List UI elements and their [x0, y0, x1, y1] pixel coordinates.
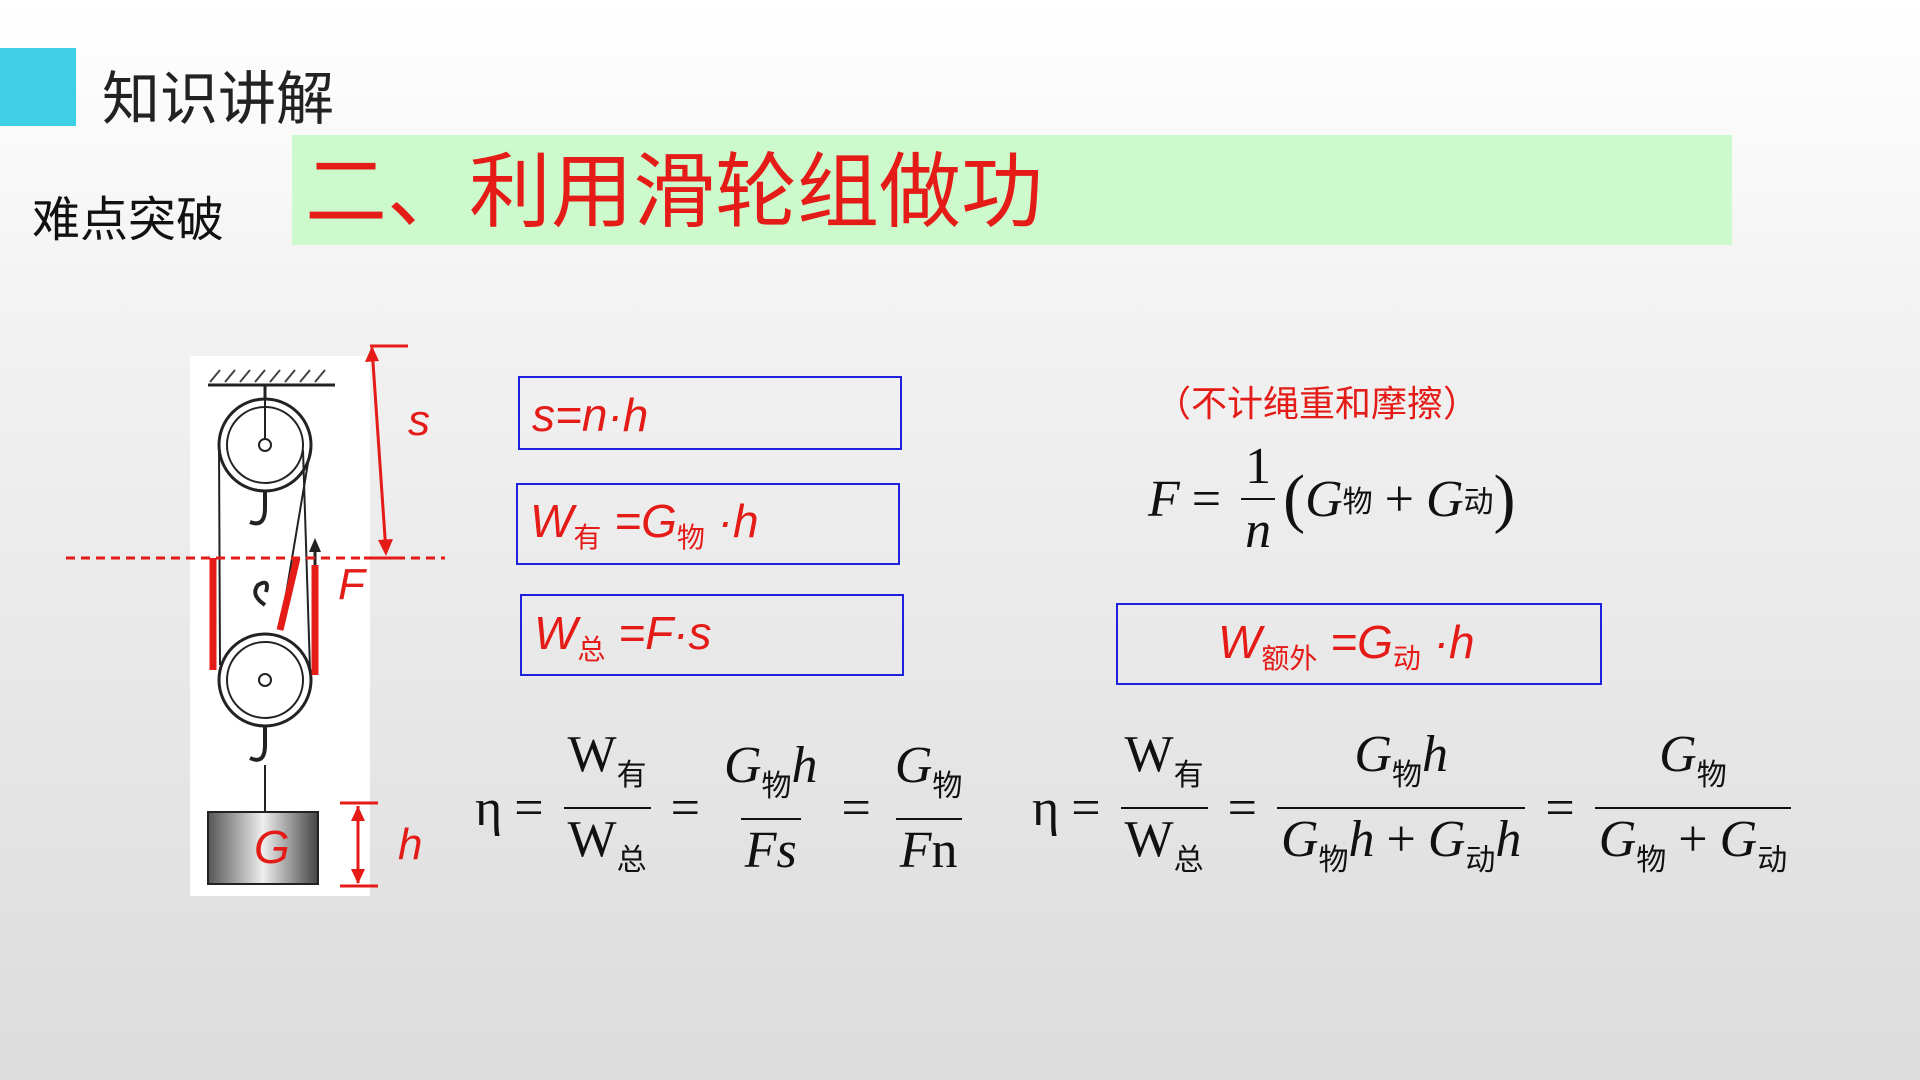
extra-work-box	[1116, 603, 1602, 685]
label-h: h	[398, 820, 423, 869]
title-banner	[292, 135, 1732, 245]
header-title: 知识讲解	[102, 67, 335, 132]
distance-formula: s=n·h	[532, 389, 649, 441]
efficiency-formula-2: η= W有 W总 = G物h G物h+G动h = G物 G物+G动	[1032, 724, 1799, 892]
label-F: F	[338, 560, 365, 609]
weight-block	[207, 811, 319, 885]
section-label: 难点突破	[32, 194, 225, 247]
header-accent-bar	[0, 48, 76, 126]
efficiency-formula-1: η= W有 W总 = G物h Fs = G物 Fn	[475, 724, 974, 892]
useful-work-formula: W有 =G物 ·h	[530, 495, 759, 553]
total-work-box	[520, 594, 904, 676]
distance-formula-box	[518, 376, 902, 450]
label-s: s	[408, 396, 430, 445]
useful-work-box	[516, 483, 900, 565]
assumption-note: （不计绳重和摩擦）	[1155, 383, 1480, 424]
label-G: G	[254, 821, 290, 873]
force-arrow	[309, 538, 321, 552]
pulley-diagram	[66, 344, 445, 896]
banner-title: 二、利用滑轮组做功	[305, 147, 1044, 238]
ceiling-hatch	[209, 369, 326, 383]
s-dimension	[364, 344, 408, 560]
total-work-formula: W总 =F·s	[534, 607, 712, 665]
extra-work-formula: W额外 =G动 ·h	[1218, 616, 1475, 674]
movable-pulley	[217, 580, 313, 812]
